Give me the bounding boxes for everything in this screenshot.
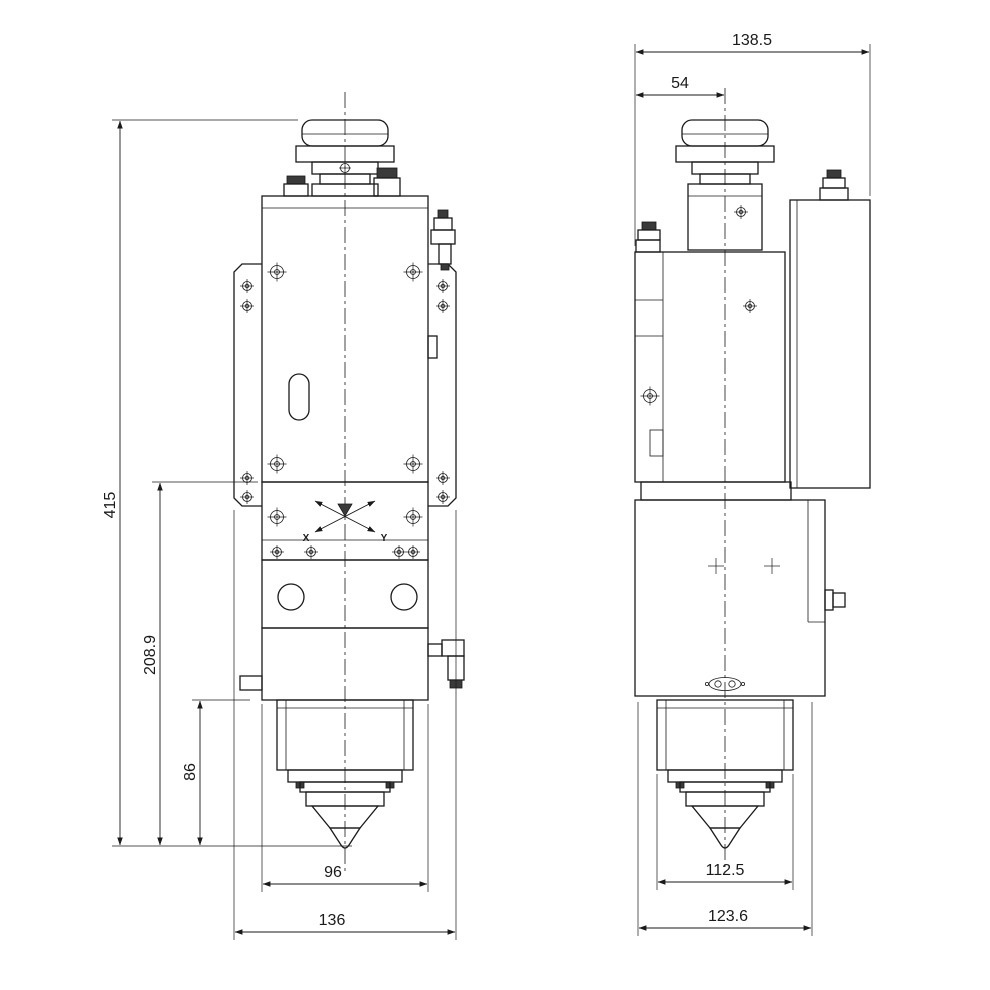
- bottom-port-detail: [705, 677, 746, 691]
- dim-label-415: 415: [102, 492, 119, 519]
- side-main-body: [634, 251, 786, 483]
- dim-side-nozzle-width: 112.5: [656, 774, 794, 890]
- front-xy-adjust-stage: X Y: [261, 481, 429, 561]
- side-lower-body: [634, 481, 846, 697]
- dim-side-center-offset: 54: [635, 75, 725, 98]
- xy-adjust-arrows-icon: [314, 500, 376, 533]
- front-main-body: [261, 195, 438, 483]
- dim-label-136: 136: [319, 912, 346, 929]
- dim-label-123-6: 123.6: [708, 908, 748, 925]
- dim-side-overall-width: 138.5: [634, 32, 871, 246]
- dim-front-total-height: 415: [102, 119, 352, 847]
- front-sensor-tab: [239, 675, 263, 691]
- dim-label-138-5: 138.5: [732, 32, 772, 49]
- plate-fitting-top: [819, 169, 849, 201]
- dim-label-86: 86: [182, 763, 199, 781]
- dim-front-mid-height: 208.9: [142, 481, 258, 846]
- center-mark-right: [764, 558, 780, 574]
- front-view: X Y: [102, 92, 465, 940]
- front-air-fitting-top: [430, 209, 456, 271]
- front-mount-bracket-left: [233, 263, 262, 507]
- dim-label-54: 54: [671, 75, 689, 92]
- side-view: 138.5 54 112.5 123.6: [634, 32, 871, 936]
- front-lower-section: [239, 627, 465, 701]
- front-air-fitting-bottom: [427, 639, 465, 689]
- dim-label-112-5: 112.5: [706, 862, 745, 879]
- side-cover-plate: [789, 169, 871, 489]
- body-slot: [288, 373, 310, 421]
- axis-label-y: Y: [381, 533, 388, 544]
- center-mark-left: [708, 558, 724, 574]
- side-connector-left: [635, 221, 661, 253]
- axis-label-x: X: [303, 533, 310, 544]
- front-mount-bracket-right: [428, 263, 457, 507]
- side-knob: [824, 589, 846, 611]
- dim-label-96: 96: [324, 864, 342, 881]
- dim-front-nozzle-height: 86: [182, 699, 250, 846]
- dim-front-body-width: 96: [261, 704, 429, 892]
- dim-label-208-9: 208.9: [142, 635, 159, 675]
- dim-side-flange-width: 123.6: [637, 702, 813, 936]
- front-top-connector-left: [283, 175, 309, 197]
- side-top-cap: [675, 119, 775, 251]
- dim-front-overall-width: 136: [233, 510, 457, 940]
